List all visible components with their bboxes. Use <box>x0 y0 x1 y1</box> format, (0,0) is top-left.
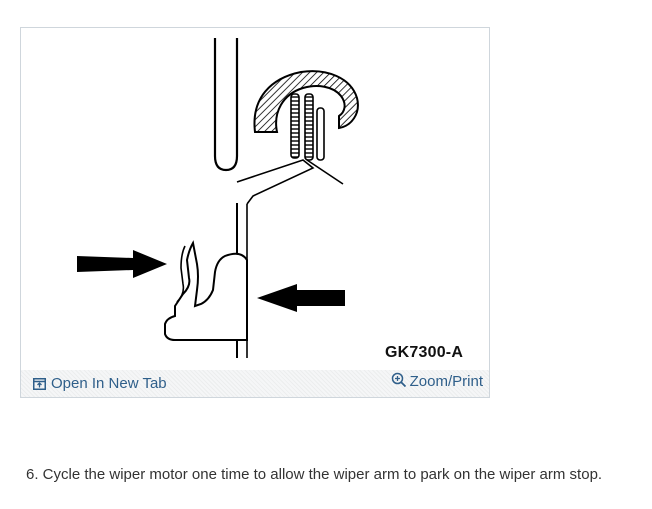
arrow-right-pointer <box>77 250 167 278</box>
cowl-line-right <box>306 159 344 185</box>
wiper-stop-tab-shape <box>176 245 186 303</box>
clip-finger-3 <box>316 107 325 161</box>
zoom-in-icon <box>391 372 406 388</box>
figure-toolbar: Open In New Tab Zoom/Print <box>21 370 489 397</box>
glass-panel-shape <box>213 38 239 172</box>
instruction-step-text: 6. Cycle the wiper motor one time to all… <box>26 466 603 483</box>
wiper-arm-stop-diagram <box>77 38 359 358</box>
zoom-print-label: Zoom/Print <box>409 373 483 390</box>
clip-finger-1 <box>290 93 300 159</box>
open-new-tab-icon <box>33 377 46 390</box>
arrow-left-pointer <box>257 284 345 312</box>
figure-panel: GK7300-A Open In New Tab Zoom/Print <box>20 27 490 398</box>
open-in-new-tab-label: Open In New Tab <box>51 375 167 392</box>
weatherstrip-shape <box>253 70 359 133</box>
zoom-print-button[interactable]: Zoom/Print <box>391 372 483 390</box>
open-in-new-tab-button[interactable]: Open In New Tab <box>33 375 167 392</box>
figure-code-label: GK7300-A <box>385 344 464 361</box>
wiper-stop-bracket-shape <box>164 240 248 341</box>
clip-finger-2 <box>304 93 314 161</box>
cowl-line-left <box>236 159 315 205</box>
